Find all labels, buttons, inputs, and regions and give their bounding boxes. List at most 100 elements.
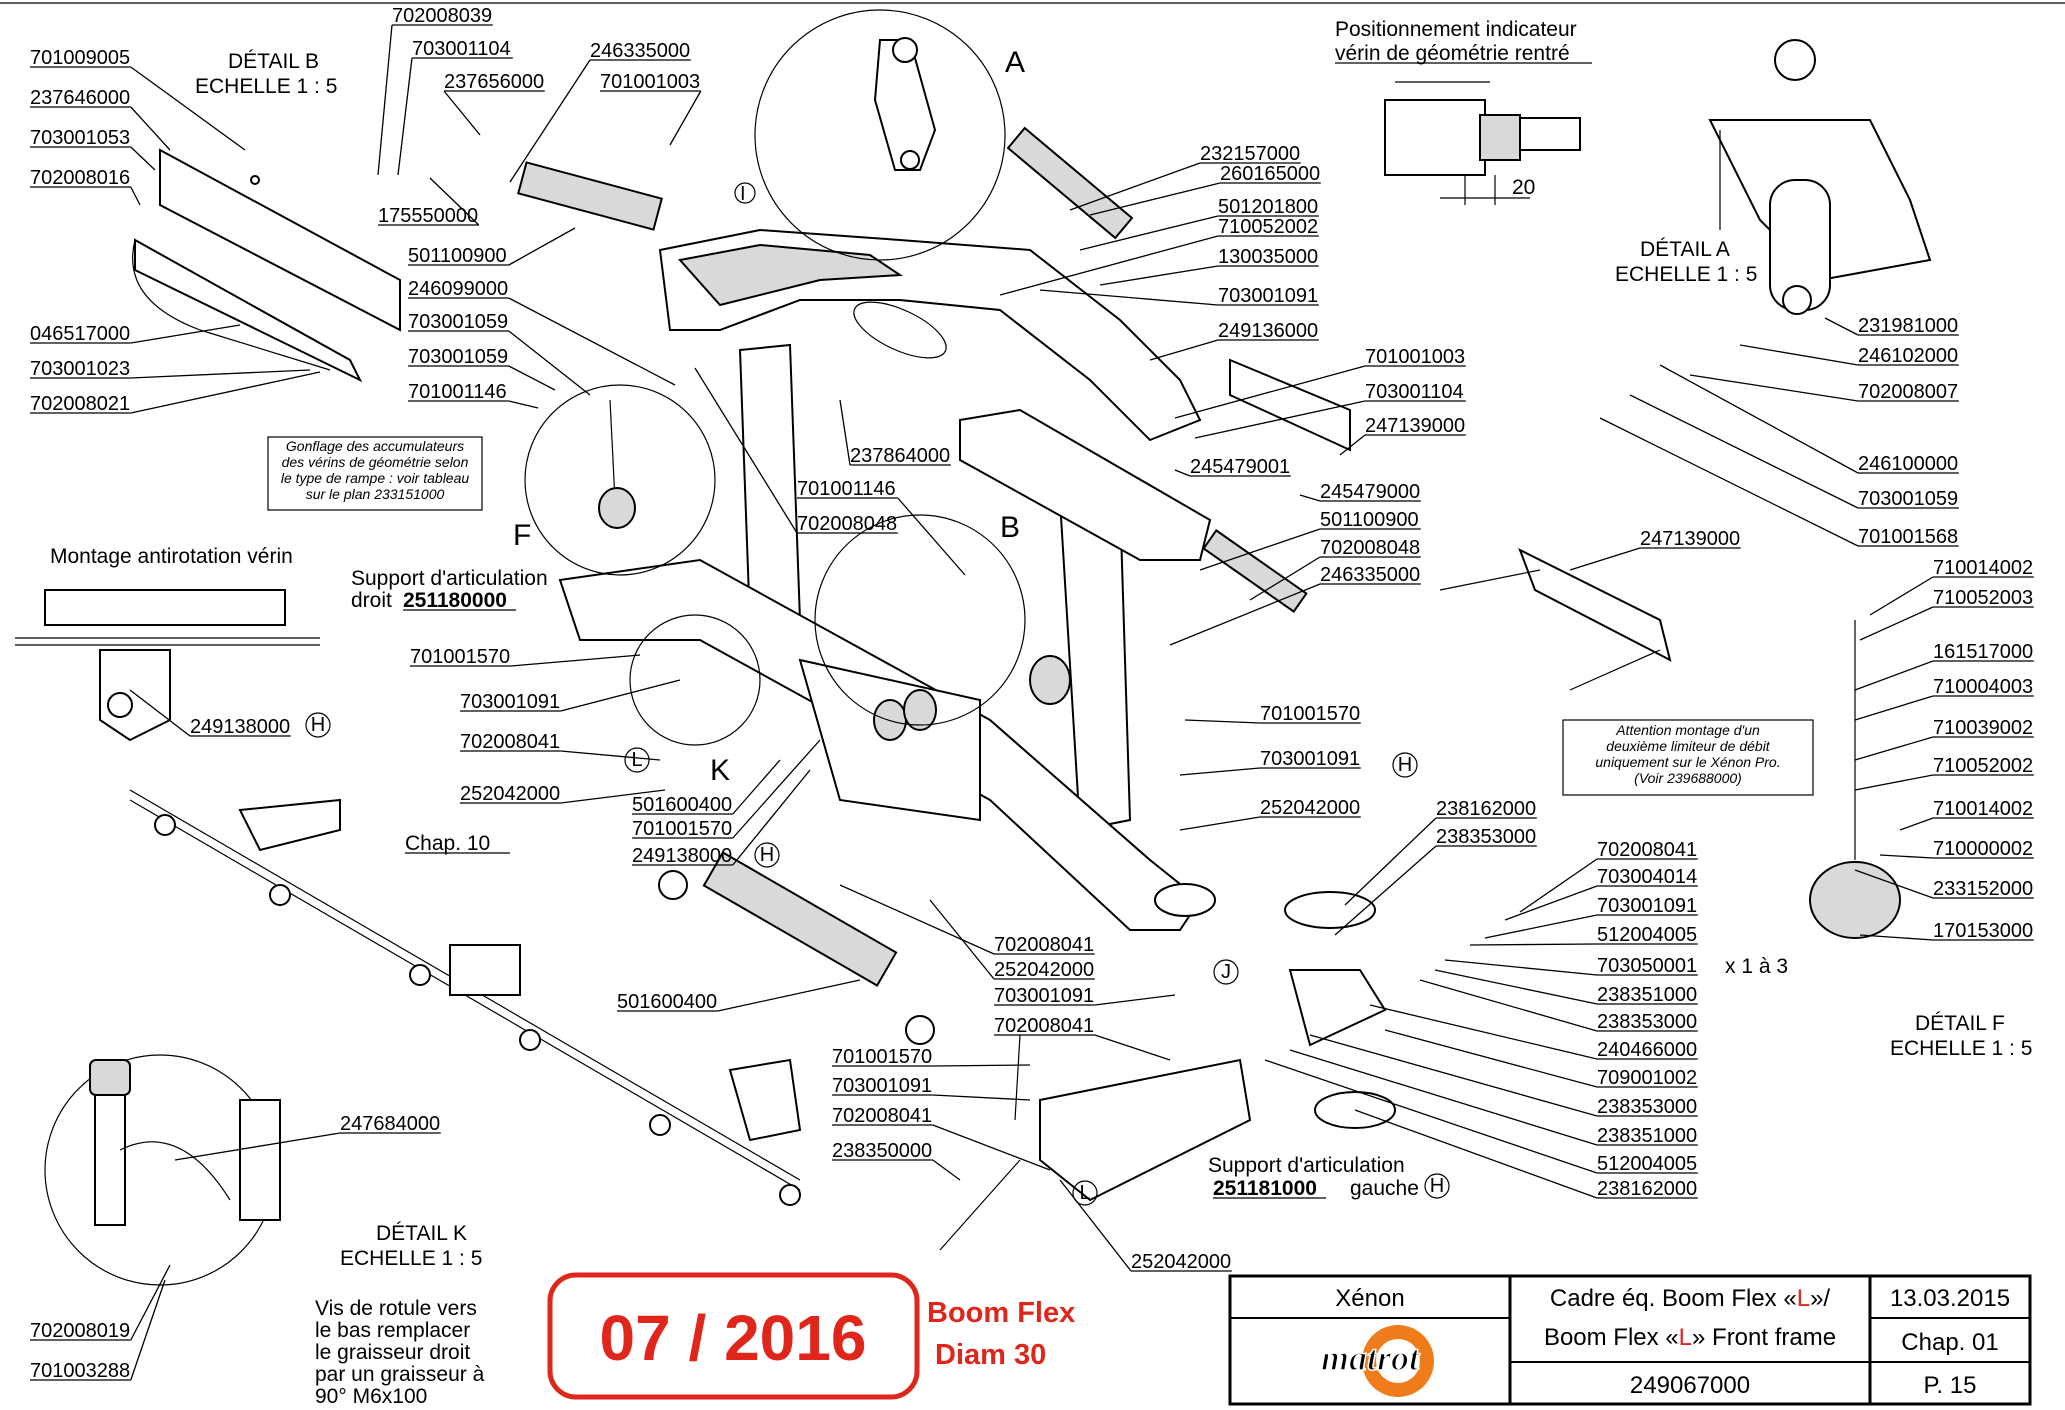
leader-line xyxy=(669,90,702,146)
leader-line xyxy=(560,789,666,804)
leader-line xyxy=(999,235,1219,296)
leader-line xyxy=(1369,1004,1598,1060)
part-number-247684000: 247684000 xyxy=(340,1113,440,1135)
leader-line xyxy=(932,1094,1031,1101)
part-number-703001059: 703001059 xyxy=(408,346,508,368)
leader-line xyxy=(1599,417,1859,547)
leader-line xyxy=(1174,365,1366,419)
part-number-246335000: 246335000 xyxy=(1320,564,1420,586)
leader-line xyxy=(130,146,156,171)
leader-line xyxy=(1869,576,1934,616)
part-number-512004005: 512004005 xyxy=(1597,1153,1697,1175)
detail-a-caption-1: DÉTAIL A xyxy=(1640,238,1730,261)
detail-letter-b: B xyxy=(1000,511,1020,544)
part-number-232157000: 232157000 xyxy=(1200,143,1300,165)
part-number-252042000: 252042000 xyxy=(1260,797,1360,819)
leader-line xyxy=(509,59,591,183)
leader-line xyxy=(560,750,661,761)
antirotation-title: Montage antirotation vérin xyxy=(50,545,293,568)
part-number-260165000: 260165000 xyxy=(1220,163,1320,185)
leader-line xyxy=(1419,979,1598,1032)
gonflage-note-box xyxy=(267,436,483,511)
matrot-logo: matrot xyxy=(1320,1325,1434,1397)
leader-line xyxy=(130,369,311,379)
part-number-247139000: 247139000 xyxy=(1640,528,1740,550)
chapter: Chap. 01 xyxy=(1901,1329,1998,1356)
leader-line xyxy=(1444,959,1598,976)
leader-line xyxy=(1199,528,1321,571)
leader-line xyxy=(1854,695,1934,721)
leader-line xyxy=(377,24,393,176)
svg-text:uniquement sur le Xénon Pro.: uniquement sur le Xénon Pro. xyxy=(1595,754,1780,770)
svg-text:sur le plan 233151000: sur le plan 233151000 xyxy=(306,486,445,502)
detail-f-sketch xyxy=(598,399,636,529)
leader-line xyxy=(508,227,576,266)
dimension-20: 20 xyxy=(1512,176,1535,199)
vis-rotule-note: Vis de rotule vers le bas remplacer le g… xyxy=(315,1297,485,1408)
marker-letter-l: L xyxy=(631,749,642,771)
drawing-date: 13.03.2015 xyxy=(1890,1285,2010,1312)
support-droit-number: 251180000 xyxy=(403,589,507,612)
leader-line xyxy=(130,1279,166,1381)
part-number-710014002: 710014002 xyxy=(1933,798,2033,820)
part-number-240466000: 240466000 xyxy=(1597,1039,1697,1061)
leader-line xyxy=(130,66,246,151)
leader-line xyxy=(1094,994,1176,1006)
leader-line xyxy=(1079,215,1219,251)
part-number-710004003: 710004003 xyxy=(1933,676,2033,698)
leader-line xyxy=(1039,289,1219,306)
part-number-238162000: 238162000 xyxy=(1597,1178,1697,1200)
attention-note: Attention montage d'un deuxième limiteur… xyxy=(1595,722,1780,786)
part-number-501600400: 501600400 xyxy=(632,794,732,816)
part-number-702008041: 702008041 xyxy=(994,1015,1094,1037)
leader-line xyxy=(1094,1034,1171,1061)
part-number-238162000: 238162000 xyxy=(1436,798,1536,820)
leader-line xyxy=(1354,1109,1598,1199)
title-block: Xénon matrot Cadre éq. Boom Flex «L»/ Bo… xyxy=(1228,1274,2032,1406)
marker-circle-l xyxy=(624,747,650,773)
leader-line xyxy=(932,1064,1031,1067)
part-number-703050001: 703050001 xyxy=(1597,955,1697,977)
svg-text:des vérins de géométrie selon: des vérins de géométrie selon xyxy=(282,454,469,470)
part-number-702008007: 702008007 xyxy=(1858,381,1958,403)
leader-line xyxy=(1689,374,1859,402)
leader-line xyxy=(130,186,141,206)
leader-line xyxy=(932,1124,1051,1171)
main-frame-drawing xyxy=(517,126,1308,931)
leader-line xyxy=(717,979,861,1012)
machine-name: Xénon xyxy=(1335,1285,1404,1312)
leader-line xyxy=(1099,265,1219,286)
part-number-701001570: 701001570 xyxy=(632,818,732,840)
leader-line xyxy=(932,1159,961,1181)
part-number-238353000: 238353000 xyxy=(1597,1011,1697,1033)
leader-line xyxy=(1334,845,1437,936)
part-number-249138000: 249138000 xyxy=(632,845,732,867)
part-number-701001570: 701001570 xyxy=(1260,703,1360,725)
part-number-249136000: 249136000 xyxy=(1218,320,1318,342)
leader-line xyxy=(1289,1049,1598,1146)
leader-line xyxy=(1339,434,1366,456)
part-number-249138000: 249138000 xyxy=(190,716,290,738)
svg-text:90° M6x100: 90° M6x100 xyxy=(315,1385,427,1408)
leader-line xyxy=(1299,494,1321,502)
svg-text:le bas remplacer: le bas remplacer xyxy=(315,1319,470,1342)
leader-line xyxy=(1059,1179,1132,1272)
leader-line xyxy=(174,1132,341,1161)
part-number-703001104: 703001104 xyxy=(1365,381,1464,403)
part-number-701001570: 701001570 xyxy=(832,1046,932,1068)
part-number-703001023: 703001023 xyxy=(30,358,130,380)
marker-circle-l xyxy=(1072,1180,1098,1206)
part-number-701001568: 701001568 xyxy=(1858,526,1958,548)
svg-text:Gonflage des accumulateurs: Gonflage des accumulateurs xyxy=(286,438,464,454)
marker-letter-h: H xyxy=(760,844,774,866)
part-number-703001091: 703001091 xyxy=(1218,285,1318,307)
part-number-246335000: 246335000 xyxy=(590,40,690,62)
leader-line xyxy=(1879,854,1934,859)
part-number-701001003: 701001003 xyxy=(600,71,700,93)
stamp-line2: Diam 30 xyxy=(935,1339,1046,1371)
part-number-710014002: 710014002 xyxy=(1933,557,2033,579)
detail-k-circle xyxy=(629,614,761,746)
svg-text:le type de rampe : voir tablea: le type de rampe : voir tableau xyxy=(281,470,470,486)
leader-line xyxy=(897,497,966,576)
